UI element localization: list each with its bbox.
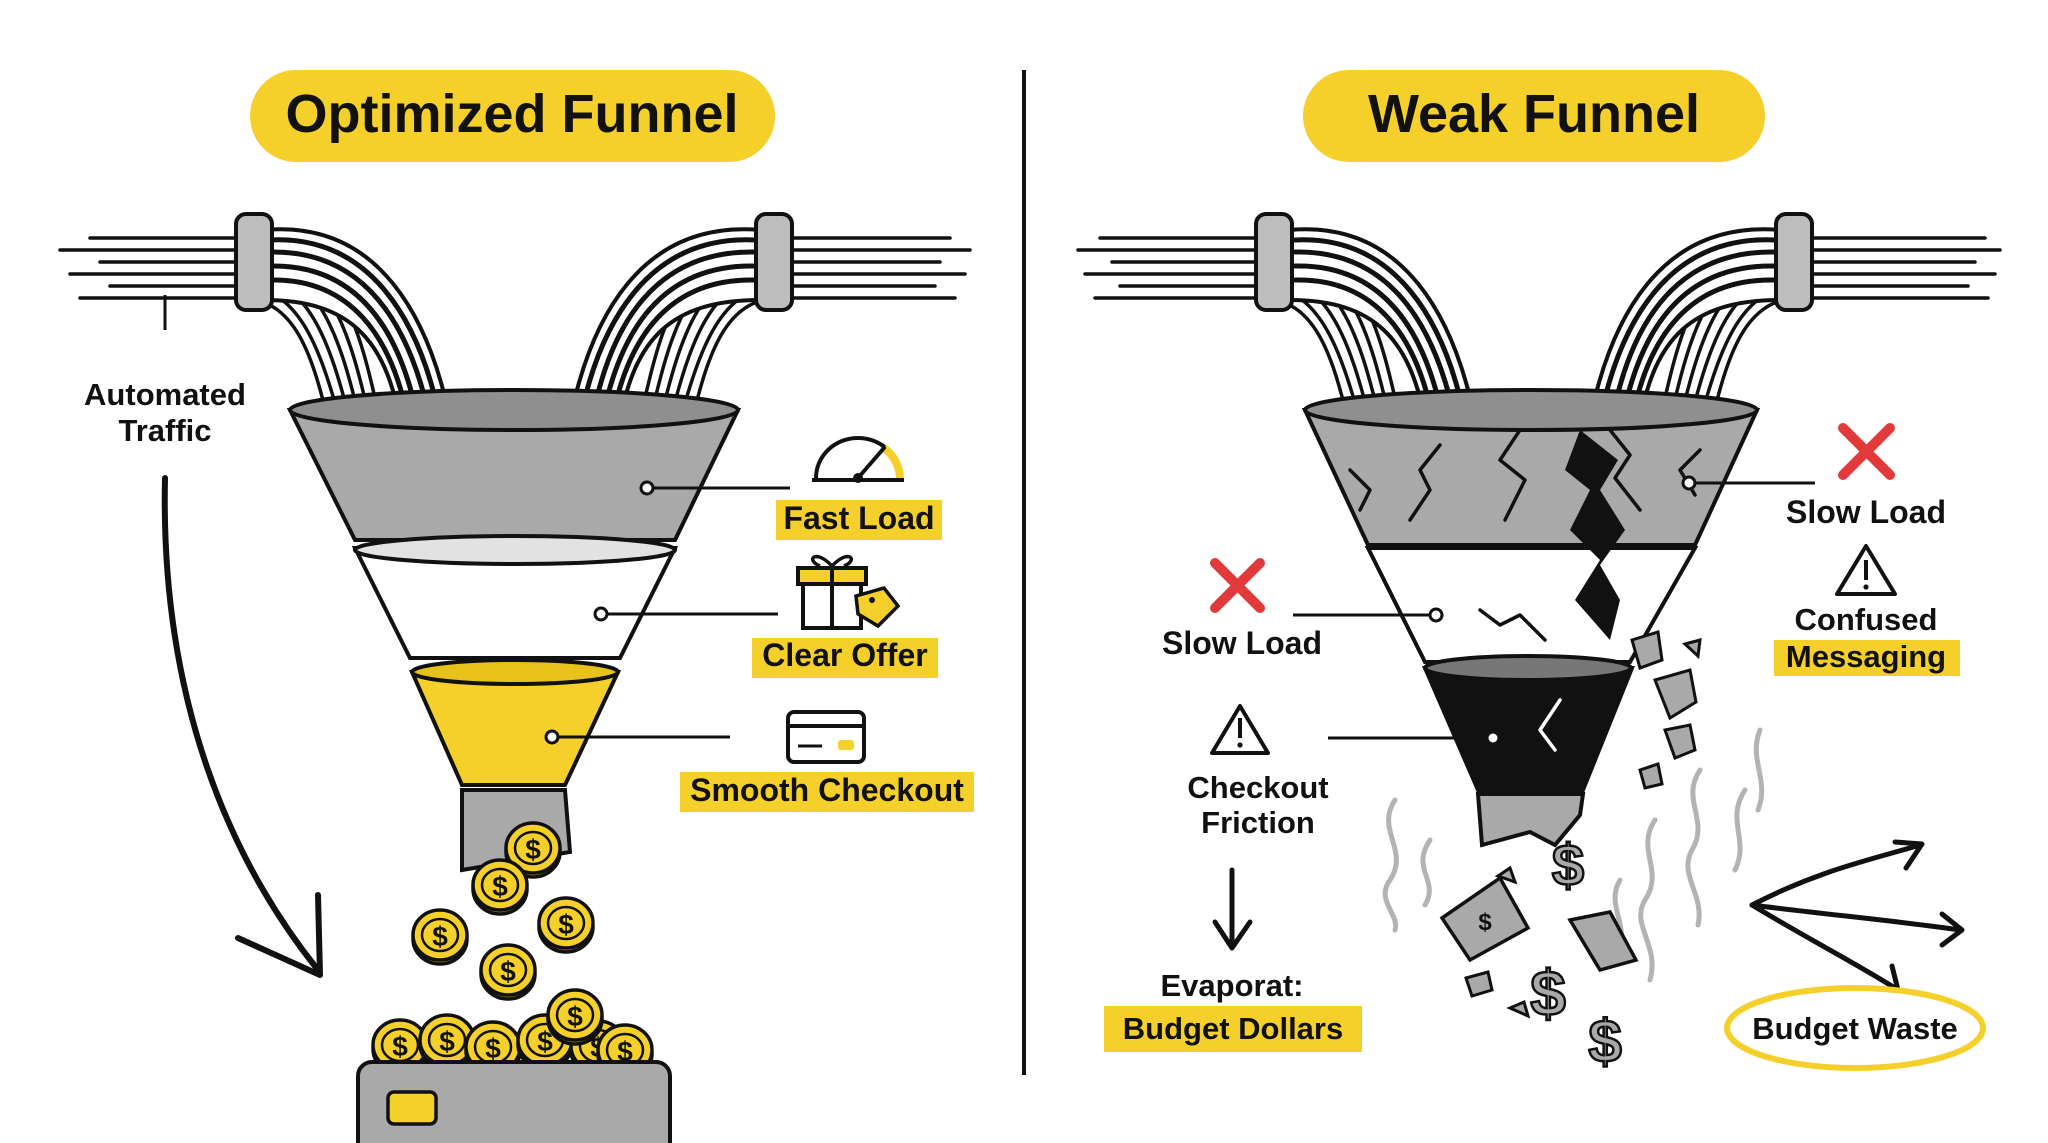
title-pill	[250, 70, 775, 162]
coin: $	[471, 858, 529, 916]
svg-text:$: $	[1530, 957, 1566, 1029]
budget-waste-circle	[1724, 985, 1986, 1071]
warning-icon	[1210, 704, 1270, 755]
svg-text:$: $	[567, 1001, 583, 1032]
cracked-funnel-icon	[1301, 388, 1761, 848]
evaporate-label: Evaporat:	[1161, 968, 1304, 1003]
traffic-streams-icon	[58, 212, 972, 423]
svg-text:$: $	[537, 1026, 553, 1057]
coin: $	[537, 896, 595, 954]
coin-pile: $ $ $ $ $ $ $	[371, 988, 654, 1081]
title-pill	[1303, 70, 1765, 162]
scatter-arrows-icon	[1749, 839, 1965, 993]
svg-text:$: $	[432, 921, 448, 952]
svg-text:$: $	[1478, 909, 1492, 936]
budget-waste-label: Budget Waste	[1752, 1011, 1958, 1046]
coin: $	[479, 943, 537, 1001]
callout-slow-load-top: Slow Load	[1786, 494, 1946, 530]
x-mark-icon	[1838, 423, 1895, 480]
left-title: Optimized Funnel	[286, 84, 739, 144]
traffic-label-line2: Traffic	[118, 413, 211, 448]
evaporating-money-icon: $ $ $ $	[1382, 727, 1765, 1076]
svg-text:$: $	[558, 909, 574, 940]
clear-offer-highlight	[752, 638, 938, 678]
down-arrow-icon	[1212, 867, 1253, 951]
svg-text:$: $	[500, 956, 516, 987]
callout-confused-line1: Confused	[1795, 602, 1938, 637]
credit-card-icon	[786, 710, 866, 764]
svg-text:$: $	[485, 1033, 501, 1064]
traffic-streams-icon	[1076, 212, 2002, 423]
warning-icon	[1835, 544, 1897, 596]
wallet-icon: $ $ $ $ $ $ $	[356, 988, 672, 1143]
svg-text:$: $	[525, 834, 541, 865]
speedometer-icon	[812, 436, 904, 483]
svg-text:$: $	[439, 1026, 455, 1057]
svg-text:$: $	[392, 1031, 408, 1062]
coin: $	[504, 821, 562, 879]
callout-checkout-line2: Friction	[1201, 805, 1315, 840]
x-mark-icon	[1210, 558, 1265, 613]
curved-arrow-icon	[161, 475, 321, 973]
budget-dollars-highlight	[1104, 1006, 1362, 1052]
coin: $	[411, 908, 469, 966]
gift-tag-icon	[796, 554, 901, 630]
callout-connectors	[544, 480, 790, 745]
fast-load-highlight	[776, 500, 942, 540]
callout-checkout-line1: Checkout	[1187, 770, 1328, 805]
callout-slow-load-mid: Slow Load	[1162, 625, 1322, 661]
weak-funnel-panel: Weak Funnel	[1076, 70, 2002, 1076]
coins-falling: $ $ $ $ $	[411, 821, 595, 1001]
svg-text:$: $	[1552, 833, 1584, 898]
callout-connectors	[1293, 475, 1815, 746]
callout-confused-line2: Messaging	[1786, 639, 1946, 674]
right-title: Weak Funnel	[1368, 84, 1700, 144]
callout-clear-offer: Clear Offer	[762, 637, 927, 673]
budget-dollars-label: Budget Dollars	[1123, 1011, 1343, 1046]
smooth-checkout-highlight	[680, 772, 974, 812]
callout-smooth-checkout: Smooth Checkout	[690, 772, 964, 808]
optimized-funnel-panel: Optimized Funnel	[58, 70, 974, 1143]
svg-text:$: $	[1588, 1008, 1621, 1075]
svg-text:$: $	[492, 871, 508, 902]
svg-text:$: $	[617, 1036, 633, 1067]
callout-fast-load: Fast Load	[783, 500, 934, 536]
traffic-label-line1: Automated	[84, 377, 246, 412]
confused-highlight	[1774, 640, 1960, 676]
optimized-funnel-icon	[286, 388, 742, 873]
